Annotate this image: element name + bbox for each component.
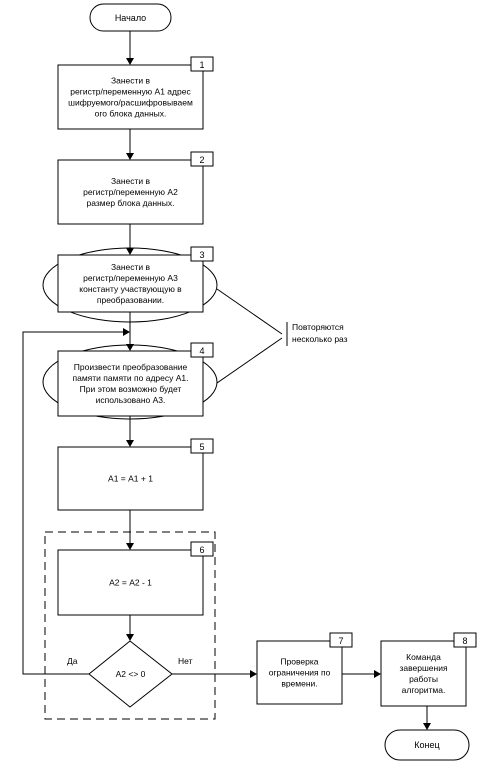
step-7-text-line: ограничения по bbox=[269, 668, 331, 678]
step-5: 5 А1 = А1 + 1 bbox=[57, 438, 214, 511]
arrowhead bbox=[126, 634, 134, 641]
start-terminator bbox=[89, 3, 172, 32]
note-leader-3 bbox=[216, 288, 283, 335]
arrowhead bbox=[126, 248, 134, 255]
loop-back-line bbox=[22, 331, 123, 675]
step-2-number-tab bbox=[190, 151, 214, 167]
decision-yes-label: Да bbox=[67, 656, 78, 666]
step-4-number: 4 bbox=[199, 346, 204, 356]
step-8-number: 8 bbox=[462, 636, 467, 646]
step-4-box bbox=[57, 350, 204, 417]
arrowhead bbox=[126, 543, 134, 550]
step-2-text-line: регистр/переменную А2 bbox=[83, 187, 178, 197]
loop-group-6 bbox=[44, 531, 216, 720]
step-1-text-line: шифруемого/расшифровываем bbox=[68, 98, 193, 108]
step-1-text-line: Занести в bbox=[111, 76, 151, 86]
end-terminator bbox=[384, 729, 470, 761]
decision-no-label: Нет bbox=[178, 656, 193, 666]
step-6-number: 6 bbox=[199, 545, 204, 555]
end-label: Конец bbox=[414, 740, 439, 750]
step-4-number-tab bbox=[190, 342, 214, 358]
arrowhead bbox=[126, 440, 134, 447]
repeat-note-line-2: несколько раз bbox=[292, 334, 348, 344]
repeat-loop-ellipse-3 bbox=[42, 247, 218, 323]
step-8-text-line: Команда bbox=[406, 652, 441, 662]
step-4-text-line: При этом возможно будет bbox=[80, 384, 182, 394]
decision-diamond bbox=[88, 640, 173, 708]
arrowhead bbox=[126, 153, 134, 160]
step-1-text-line: регистр/переменную А1 адрес bbox=[70, 87, 191, 97]
step-7-text-line: Проверка bbox=[280, 657, 318, 667]
step-1-number-tab bbox=[190, 56, 214, 72]
step-6-number-tab bbox=[190, 541, 214, 557]
step-2-number: 2 bbox=[199, 155, 204, 165]
step-8-box bbox=[380, 640, 467, 707]
arrowhead bbox=[374, 670, 381, 678]
step-3-text-line: преобразовании. bbox=[97, 295, 164, 305]
step-2-text-line: Занести в bbox=[111, 176, 151, 186]
start-label: Начало bbox=[115, 13, 146, 23]
step-5-box bbox=[57, 446, 204, 511]
step-5-text-line: А1 = А1 + 1 bbox=[108, 474, 153, 484]
step-3-box bbox=[57, 254, 204, 313]
step-3-number: 3 bbox=[199, 250, 204, 260]
step-7-text-line: времени. bbox=[281, 679, 317, 689]
step-8-text-line: алгоритма. bbox=[402, 685, 446, 695]
step-8-number-tab bbox=[453, 632, 477, 648]
repeat-loop-ellipse-4 bbox=[42, 344, 218, 420]
step-1-number: 1 bbox=[199, 60, 204, 70]
step-2-box bbox=[57, 159, 204, 225]
step-5-number: 5 bbox=[199, 442, 204, 452]
step-8-text-line: завершения bbox=[399, 663, 447, 673]
step-1-text-line: ого блока данных. bbox=[95, 109, 167, 119]
arrowhead bbox=[126, 344, 134, 351]
step-4-text-line: Произвести преобразование bbox=[74, 362, 188, 372]
decision-label: А2 <> 0 bbox=[116, 669, 146, 679]
step-8-text-line: работы bbox=[409, 674, 438, 684]
step-3-text-line: регистр/переменную А3 bbox=[83, 273, 178, 283]
step-6: 6 А2 = А2 - 1 bbox=[57, 541, 214, 616]
step-7-number: 7 bbox=[338, 636, 343, 646]
repeat-note-line-1: Повторяются bbox=[292, 322, 344, 332]
arrowhead bbox=[423, 723, 431, 730]
note-leader-4 bbox=[216, 337, 283, 384]
step-1-box bbox=[57, 64, 204, 130]
step-6-text-line: А2 = А2 - 1 bbox=[109, 578, 152, 588]
step-3-text-line: Занести в bbox=[111, 262, 151, 272]
step-2-text-line: размер блока данных. bbox=[87, 198, 175, 208]
step-6-box bbox=[57, 549, 204, 616]
arrowhead bbox=[123, 328, 130, 336]
step-7-box bbox=[256, 640, 343, 705]
step-4-text-line: памяти памяти по адресу А1. bbox=[72, 373, 188, 383]
step-3-number-tab bbox=[190, 246, 214, 262]
arrowhead bbox=[250, 670, 257, 678]
step-3-text-line: константу участвующую в bbox=[79, 284, 182, 294]
step-4-text-line: использовано А3. bbox=[96, 395, 166, 405]
step-5-number-tab bbox=[190, 438, 214, 454]
step-7-number-tab bbox=[329, 632, 353, 648]
arrowhead bbox=[126, 58, 134, 65]
